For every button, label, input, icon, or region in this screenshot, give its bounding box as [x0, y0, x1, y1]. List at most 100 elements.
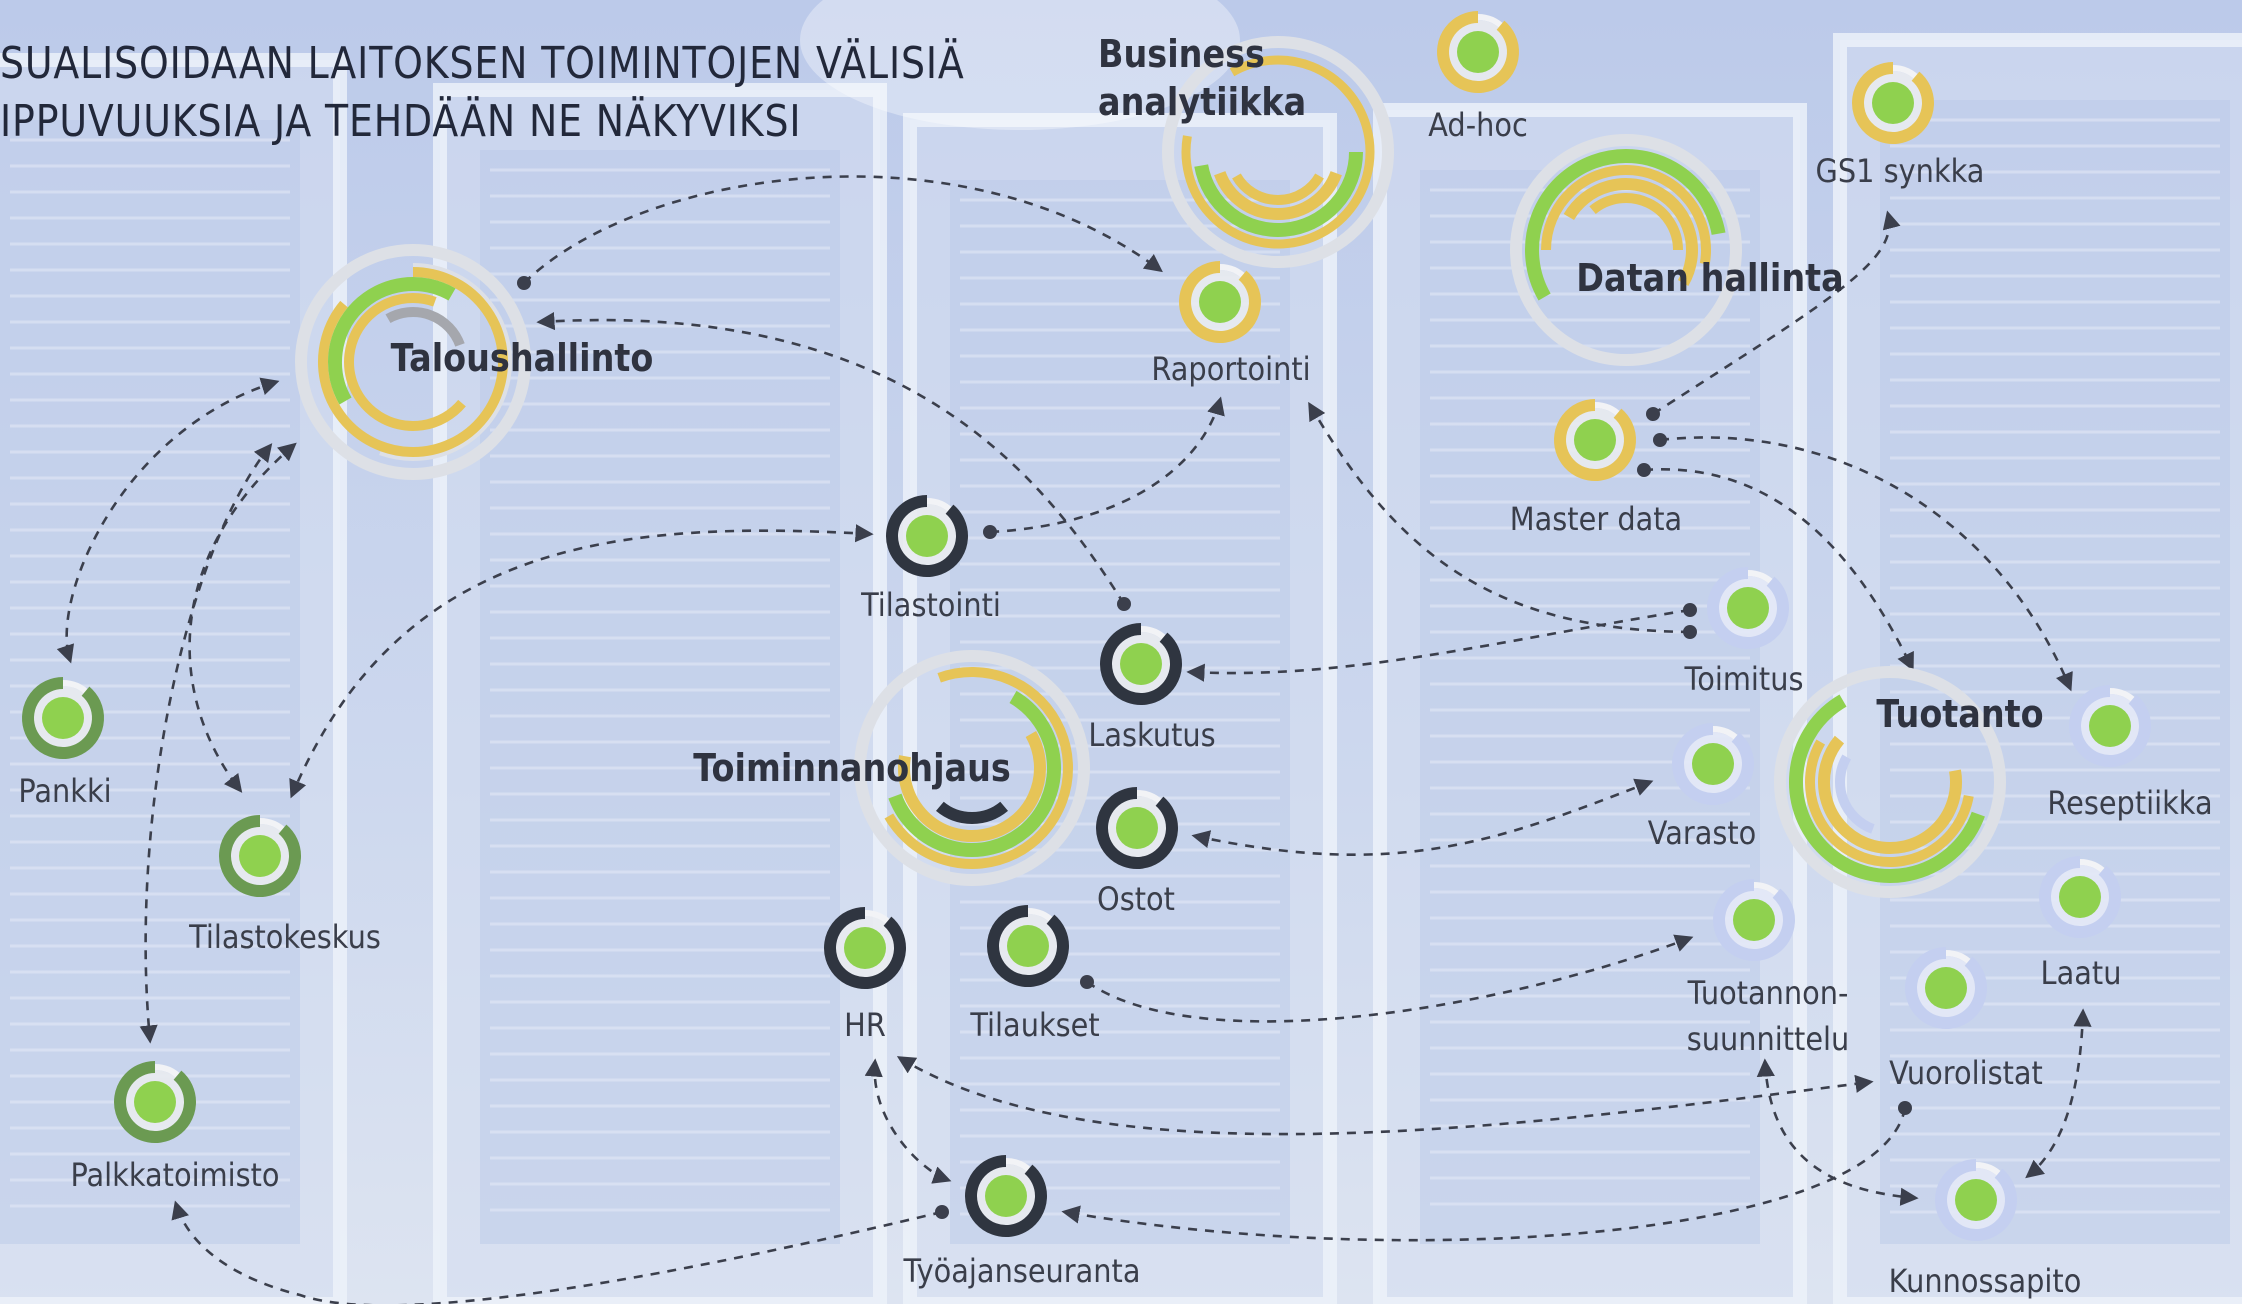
hub-datan-arc-2: [1541, 164, 1711, 265]
node-tuotannon-ring: [1713, 879, 1795, 961]
dashed-connection: [2025, 1008, 2092, 1179]
dashed-connection: [56, 377, 280, 664]
hub-toiminnanohjaus: Toiminnanohjaus: [693, 746, 1011, 790]
connection-start-dot: [983, 525, 997, 539]
label-tilaukset: Tilaukset: [970, 1006, 1100, 1044]
dashed-connection: [1756, 1058, 1919, 1206]
node-varasto-core: [1692, 743, 1734, 785]
connection-start-dot: [1637, 463, 1651, 477]
node-kunnossapito-ring: [1935, 1159, 2017, 1241]
hub-datan-arc-4: [1589, 193, 1683, 251]
node-hr-core: [844, 927, 886, 969]
node-tilastointi-core: [906, 515, 948, 557]
hub-tuotanto-arc-3: [1818, 735, 1962, 854]
node-pankki-ring: [22, 677, 104, 759]
dashed-connection: [1652, 210, 1901, 416]
hub-datan-arc-0: [1510, 134, 1742, 366]
hub-talous-arc-5: [385, 307, 465, 347]
node-vuorolistat-ring: [1905, 947, 1987, 1029]
dashed-connection: [523, 175, 1163, 284]
hub-tuotanto: Tuotanto: [1876, 692, 2044, 736]
node-raportointi-ring: [1179, 261, 1261, 343]
node-tilastointi-ring: [886, 495, 968, 577]
node-tilaukset-ring: [987, 905, 1069, 987]
dashed-connection: [1061, 1107, 1907, 1242]
label-gs1-synkka: GS1 synkka: [1815, 152, 1985, 190]
node-laatu-core: [2059, 876, 2101, 918]
node-tyoajanseuranta-core: [985, 1175, 1027, 1217]
node-kunnossapito-core: [1955, 1179, 1997, 1221]
hub-talous-arc-2: [318, 267, 508, 457]
hub-datan-arc-1: [1525, 149, 1726, 301]
node-master-data-core: [1574, 419, 1616, 461]
hub-toiminnan-arc-2: [888, 690, 1061, 857]
node-tilastokeskus-core: [239, 835, 281, 877]
node-tuotannon-core: [1733, 899, 1775, 941]
label-tuotannon-1: Tuotannon-: [1687, 974, 1849, 1012]
hub-talous-arc-4: [344, 293, 466, 431]
connection-start-dot: [1646, 407, 1660, 421]
hub-toiminnan-arc-3: [898, 731, 1046, 842]
label-laskutus: Laskutus: [1088, 716, 1216, 754]
label-tilastokeskus: Tilastokeskus: [189, 918, 381, 956]
hub-talous-arc-0: [295, 244, 531, 480]
dashed-connection: [536, 312, 1126, 605]
node-varasto-ring: [1672, 723, 1754, 805]
label-vuorolistat: Vuorolistat: [1889, 1054, 2043, 1092]
node-raportointi-core: [1199, 281, 1241, 323]
label-raportointi: Raportointi: [1151, 350, 1311, 388]
label-ostot: Ostot: [1097, 880, 1175, 918]
node-palkkatoimisto-ring: [114, 1061, 196, 1143]
label-kunnossapito: Kunnossapito: [1888, 1262, 2082, 1300]
node-toimitus-ring: [1707, 567, 1789, 649]
label-adhoc: Ad-hoc: [1428, 106, 1528, 144]
dashed-connection: [896, 1056, 1874, 1136]
connection-start-dot: [1683, 603, 1697, 617]
node-palkkatoimisto-core: [134, 1081, 176, 1123]
node-toimitus-core: [1727, 587, 1769, 629]
title-line-1: SUALISOIDAAN LAITOKSEN TOIMINTOJEN VÄLIS…: [0, 38, 965, 89]
node-gs1-ring: [1852, 62, 1934, 144]
node-hr-ring: [824, 907, 906, 989]
label-tilastointi: Tilastointi: [861, 586, 1001, 624]
hub-datan-hallinta: Datan hallinta: [1576, 256, 1844, 300]
label-pankki: Pankki: [18, 772, 112, 810]
hub-business-line2: analytiikka: [1098, 80, 1307, 124]
hub-talous-arc-3: [328, 277, 456, 405]
node-adhoc-ring: [1437, 11, 1519, 93]
node-laatu-ring: [2039, 856, 2121, 938]
dashed-connection: [1308, 401, 1691, 634]
hub-toiminnan-arc-4: [936, 801, 1008, 824]
node-tilaukset-core: [1007, 925, 1049, 967]
hub-tuotanto-arc-2: [1805, 739, 1974, 868]
hub-business-arc-0: [1162, 36, 1394, 268]
connection-start-dot: [1653, 433, 1667, 447]
node-tyoajanseuranta-ring: [965, 1155, 1047, 1237]
dashed-connection: [864, 1058, 952, 1184]
label-tuotannon-2: suunnittelu: [1686, 1020, 1850, 1058]
hub-business-arc-2: [1194, 151, 1363, 238]
connection-start-dot: [517, 276, 531, 290]
dashed-connection: [1086, 934, 1694, 1023]
hub-talous-arc-1: [379, 263, 512, 461]
label-master-data: Master data: [1509, 500, 1683, 538]
node-laskutus-core: [1120, 643, 1162, 685]
node-master-data-ring: [1554, 399, 1636, 481]
dashed-connection: [1659, 436, 2073, 692]
node-reseptiikka-ring: [2069, 685, 2151, 767]
hub-business-line1: Business: [1098, 32, 1265, 76]
node-reseptiikka-core: [2089, 705, 2131, 747]
node-gs1-core: [1872, 82, 1914, 124]
dashed-connection: [1643, 468, 1914, 672]
hub-tuotanto-arc-4: [1835, 754, 1875, 834]
hub-tuotanto-arc-0: [1774, 666, 2006, 898]
label-toimitus: Toimitus: [1684, 660, 1804, 698]
ceiling-glow: [800, 0, 1240, 130]
server-cabinet: [903, 113, 1337, 1304]
title-line-2: IPPUVUUKSIA JA TEHDÄÄN NE NÄKYVIKSI: [0, 96, 802, 147]
connection-start-dot: [1683, 625, 1697, 639]
dashed-connection: [289, 524, 874, 799]
